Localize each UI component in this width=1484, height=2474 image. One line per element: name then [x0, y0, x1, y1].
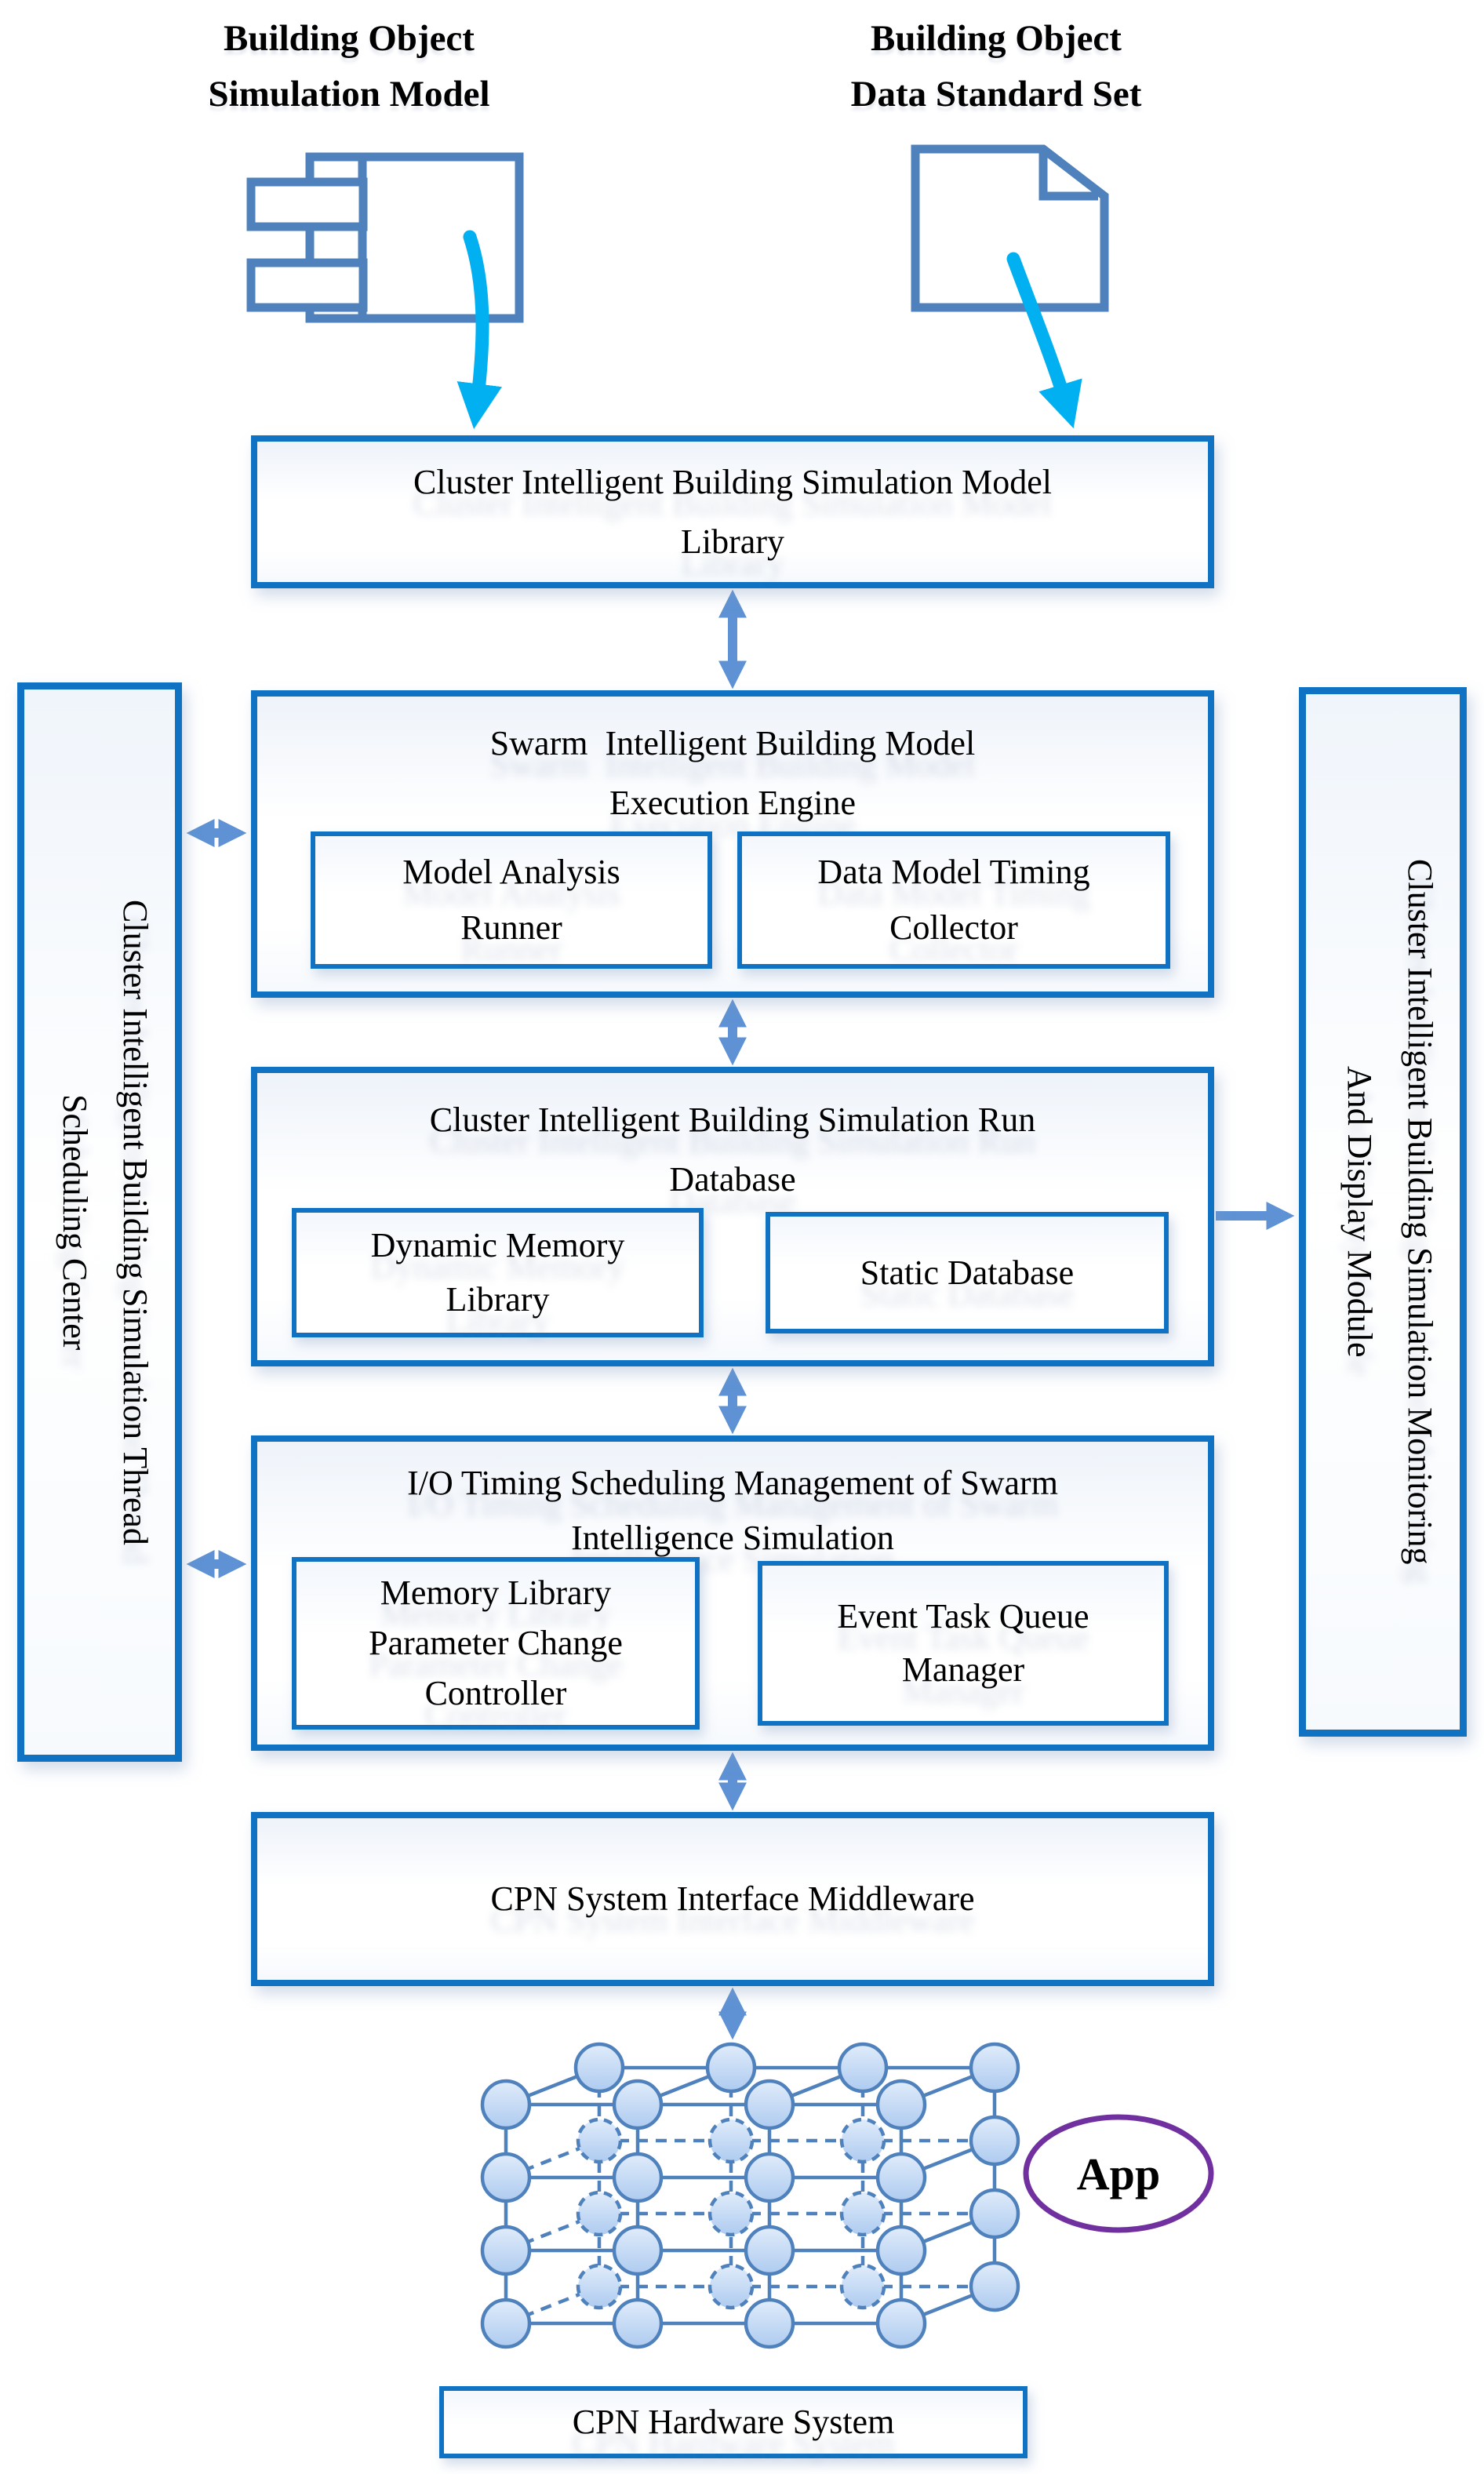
- cyan-import-arrow-left: [456, 230, 502, 429]
- subbox-line: Parameter Change: [369, 1624, 623, 1663]
- panel-text-line: Cluster Intelligent Building Simulation …: [1401, 859, 1439, 1565]
- box-title-line: Swarm Intelligent Building Model: [489, 724, 976, 762]
- box-model-analysis-runner: Model Analysis Runner: [311, 831, 712, 969]
- box-title-line: CPN System Interface Middleware: [490, 1879, 975, 1919]
- app-node-label: App: [1077, 2148, 1160, 2199]
- app-node: App: [1023, 2114, 1214, 2233]
- box-static-database: Static Database: [766, 1212, 1169, 1333]
- box-event-task-queue-manager: Event Task Queue Manager: [758, 1561, 1169, 1726]
- header-line: Simulation Model: [208, 73, 490, 115]
- box-title-line: Execution Engine: [609, 783, 856, 822]
- cpn-lattice: [480, 2042, 1020, 2349]
- box-title-line: Cluster Intelligent Building Simulation …: [413, 462, 1052, 501]
- box-title-line: Cluster Intelligent Building Simulation …: [429, 1101, 1036, 1139]
- subbox-line: Dynamic Memory: [370, 1226, 625, 1265]
- subbox-line: Memory Library: [380, 1574, 612, 1613]
- header-line: Data Standard Set: [850, 73, 1142, 115]
- subbox-line: Library: [446, 1279, 550, 1319]
- header-building-object-data-standard-set: Building Object Data Standard Set: [753, 11, 1239, 122]
- box-title-line: Database: [669, 1159, 796, 1199]
- subbox-line: Collector: [889, 908, 1018, 947]
- subbox-line: Data Model Timing: [817, 853, 1090, 892]
- box-cpn-middleware: CPN System Interface Middleware: [251, 1812, 1214, 1986]
- panel-text-line: Scheduling Center: [56, 1093, 94, 1351]
- box-title-line: CPN Hardware System: [572, 2402, 895, 2441]
- subbox-line: Event Task Queue: [837, 1596, 1089, 1635]
- box-memory-library-parameter-change-controller: Memory Library Parameter Change Controll…: [292, 1557, 700, 1730]
- header-line: Building Object: [224, 18, 475, 59]
- box-data-model-timing-collector: Data Model Timing Collector: [737, 831, 1170, 969]
- box-title-line: Intelligence Simulation: [571, 1519, 894, 1558]
- header-line: Building Object: [871, 18, 1122, 59]
- cyan-import-arrow-right: [1006, 252, 1082, 429]
- horizontal-connectors: [186, 819, 1295, 1578]
- subbox-line: Model Analysis: [402, 853, 620, 892]
- header-building-object-simulation-model: Building Object Simulation Model: [110, 11, 588, 122]
- subbox-line: Controller: [424, 1673, 567, 1712]
- component-icon: [246, 152, 524, 323]
- panel-monitoring-display-module: Cluster Intelligent Building Simulation …: [1299, 687, 1467, 1737]
- box-title-line: Library: [681, 522, 784, 561]
- panel-text-line: And Display Module: [1340, 1066, 1379, 1358]
- document-icon: [911, 144, 1109, 312]
- box-dynamic-memory-library: Dynamic Memory Library: [292, 1208, 704, 1337]
- box-title-line: I/O Timing Scheduling Management of Swar…: [407, 1464, 1058, 1502]
- panel-thread-scheduling-center: Cluster Intelligent Building Simulation …: [17, 682, 182, 1762]
- subbox-line: Runner: [460, 908, 562, 947]
- subbox-line: Manager: [901, 1650, 1025, 1689]
- panel-text-line: Cluster Intelligent Building Simulation …: [116, 899, 155, 1545]
- subbox-line: Static Database: [860, 1253, 1075, 1292]
- box-cpn-hardware-system: CPN Hardware System: [439, 2386, 1028, 2458]
- box-model-library: Cluster Intelligent Building Simulation …: [251, 435, 1214, 588]
